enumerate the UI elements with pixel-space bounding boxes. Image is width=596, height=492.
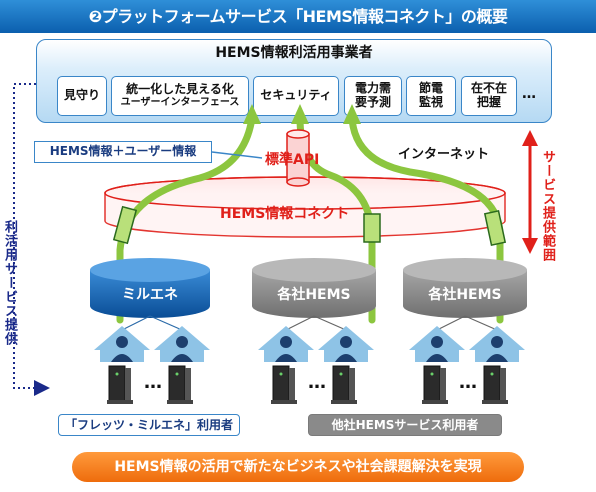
hems-device-icon xyxy=(482,365,508,404)
service-security: セキュリティ xyxy=(253,76,339,116)
user-label-milene: 「フレッツ・ミルエネ」利用者 xyxy=(58,414,240,436)
arrow-up-icon xyxy=(343,104,361,124)
internet-label: インターネット xyxy=(398,147,490,162)
service-saving-line1: 節電 xyxy=(418,81,443,96)
bottom-banner: HEMS情報の活用で新たなビジネスや社会課題解決を実現 xyxy=(72,452,524,482)
connection-lines xyxy=(121,315,183,331)
service-demand-forecast: 電力需 要予測 xyxy=(344,76,402,116)
system-hems-1 xyxy=(252,258,376,318)
person-icon xyxy=(275,336,297,362)
person-icon xyxy=(171,336,193,362)
system-label-hems-2: 各社HEMS xyxy=(428,287,502,303)
house-icon xyxy=(94,326,150,362)
operators-title: HEMS情報利活用事業者 xyxy=(215,45,373,61)
standard-api-label: 標準API xyxy=(265,152,320,168)
service-demand-line2: 要予測 xyxy=(354,95,391,109)
service-power-saving: 節電 監視 xyxy=(406,76,456,116)
service-presence-line1: 在不在 xyxy=(470,81,507,96)
provision-dotted-arrow xyxy=(13,83,50,396)
title-text: プラットフォームサービス「HEMS情報コネクト」の概要 xyxy=(101,7,508,26)
more-services-ellipsis: … xyxy=(522,86,536,102)
service-security-label: セキュリティ xyxy=(260,88,332,103)
provision-label: 利活用サービス提供 xyxy=(2,220,17,346)
person-icon xyxy=(426,336,448,362)
service-range-label: サービス提供範囲 xyxy=(540,150,555,262)
house-icon xyxy=(409,326,465,362)
service-saving-line2: 監視 xyxy=(418,95,443,109)
page-title: ❷プラットフォームサービス「HEMS情報コネクト」の概要 xyxy=(0,0,596,33)
device-ellipsis: … xyxy=(308,372,327,393)
service-watch-label: 見守り xyxy=(63,88,100,103)
service-presence-line2: 把握 xyxy=(476,95,501,109)
person-icon xyxy=(486,336,508,362)
hems-device-icon xyxy=(167,365,193,404)
hems-device-icon xyxy=(107,365,133,404)
title-banner xyxy=(0,0,596,33)
user-label-other: 他社HEMSサービス利用者 xyxy=(308,414,502,436)
title-number: ❷ xyxy=(88,7,103,26)
service-presence: 在不在 把握 xyxy=(461,76,517,116)
arrow-up-icon xyxy=(522,130,538,146)
device-ellipsis: … xyxy=(459,372,478,393)
person-icon xyxy=(335,336,357,362)
service-watch: 見守り xyxy=(57,76,107,116)
arrow-up-icon xyxy=(291,104,309,124)
house-icon xyxy=(469,326,525,362)
service-unified-ui-line2: ユーザーインターフェース xyxy=(120,97,240,109)
system-label-hems-1: 各社HEMS xyxy=(277,287,351,303)
system-label-milene: ミルエネ xyxy=(122,287,178,303)
hems-device-icon xyxy=(331,365,357,404)
hems-connect-label: HEMS情報コネクト xyxy=(220,206,350,222)
system-milene xyxy=(90,258,210,318)
system-hems-2 xyxy=(403,258,527,318)
hems-device-icon xyxy=(271,365,297,404)
person-icon xyxy=(111,336,133,362)
house-icon xyxy=(154,326,210,362)
standard-api-cylinder xyxy=(286,129,310,187)
device-ellipsis: … xyxy=(144,372,163,393)
arrow-down-icon xyxy=(522,238,538,254)
arrow-up-icon xyxy=(243,104,261,124)
service-demand-line1: 電力需 xyxy=(354,81,391,96)
house-icon xyxy=(258,326,314,362)
house-icon xyxy=(318,326,374,362)
hems-device-icon xyxy=(422,365,448,404)
service-unified-ui-line1: 統一化した見える化 xyxy=(126,82,234,97)
standard-api-cylinder-icon xyxy=(112,205,507,246)
info-connector xyxy=(211,151,263,159)
info-label: HEMS情報＋ユーザー情報 xyxy=(34,141,212,163)
service-unified-ui: 統一化した見える化 ユーザーインターフェース xyxy=(111,76,249,116)
